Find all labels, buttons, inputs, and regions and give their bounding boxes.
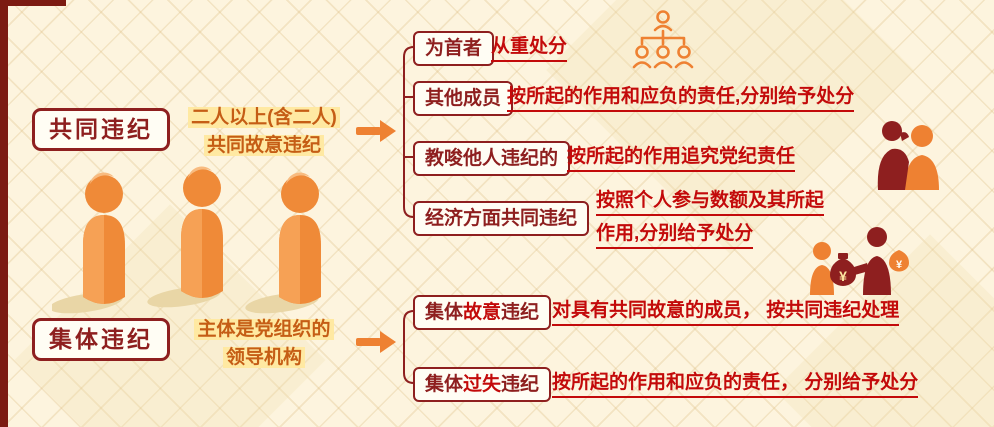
- branch-label-part: 集体: [425, 374, 464, 395]
- joint-title-label: 共同违纪: [49, 116, 153, 142]
- joint-subtitle-line1: 二人以上(含二人): [188, 107, 340, 128]
- joint-arrow-icon: [356, 120, 396, 142]
- branch-desc-collective-negligence: 按所起的作用和应负的责任， 分别给予处分: [552, 372, 919, 398]
- left-border-bar: [0, 0, 8, 427]
- branch-label: 为首者: [425, 38, 483, 59]
- branch-label: 教唆他人违纪的: [425, 148, 559, 169]
- branch-box-collective-negligence: 集体过失违纪: [413, 367, 552, 402]
- branch-label-part: 集体: [425, 302, 464, 323]
- collective-title-box: 集体违纪: [32, 318, 170, 361]
- joint-subtitle: 二人以上(含二人) 共同故意违纪: [164, 104, 364, 160]
- branch-desc-collective-intent: 对具有共同故意的成员， 按共同违纪处理: [552, 300, 900, 326]
- branch-box-leader: 为首者: [413, 31, 495, 66]
- whispering-people-icon: [877, 121, 939, 190]
- money-bribe-icon: ¥ ¥: [810, 227, 909, 295]
- branch-label-emphasis: 过失: [463, 374, 502, 395]
- branch-box-collective-intent: 集体故意违纪: [413, 295, 552, 330]
- branch-desc-other-members: 按所起的作用和应负的责任,分别给予处分: [507, 86, 855, 112]
- branch-desc-instigator: 按所起的作用追究党纪责任: [567, 146, 796, 172]
- collective-bracket: [403, 310, 415, 384]
- collective-subtitle-line1: 主体是党组织的: [194, 319, 334, 340]
- svg-text:¥: ¥: [839, 268, 847, 284]
- org-chart-icon: [632, 10, 694, 69]
- collective-title-label: 集体违纪: [49, 326, 153, 352]
- branch-box-instigator: 教唆他人违纪的: [413, 141, 571, 176]
- branch-label: 其他成员: [425, 88, 502, 109]
- branch-label-part: 违纪: [501, 302, 540, 323]
- joint-subtitle-line2: 共同故意违纪: [203, 135, 324, 156]
- joint-title-box: 共同违纪: [32, 108, 170, 151]
- branch-box-other-members: 其他成员: [413, 81, 514, 116]
- branch-label-emphasis: 故意: [463, 302, 502, 323]
- three-people-illustration: [52, 166, 321, 315]
- branch-desc-economic-line1: 按照个人参与数额及其所起: [596, 190, 825, 216]
- branch-box-economic: 经济方面共同违纪: [413, 201, 590, 236]
- collective-subtitle-line2: 领导机构: [222, 347, 305, 368]
- collective-subtitle: 主体是党组织的 领导机构: [164, 316, 364, 372]
- svg-text:¥: ¥: [896, 259, 903, 271]
- branch-desc-leader: 从重处分: [491, 36, 568, 62]
- collective-arrow-icon: [356, 331, 396, 353]
- branch-label: 经济方面共同违纪: [425, 208, 578, 229]
- branch-desc-economic-line2: 作用,分别给予处分: [596, 223, 754, 249]
- joint-bracket: [403, 46, 415, 218]
- top-border-bar: [0, 0, 66, 6]
- branch-label-part: 违纪: [501, 374, 540, 395]
